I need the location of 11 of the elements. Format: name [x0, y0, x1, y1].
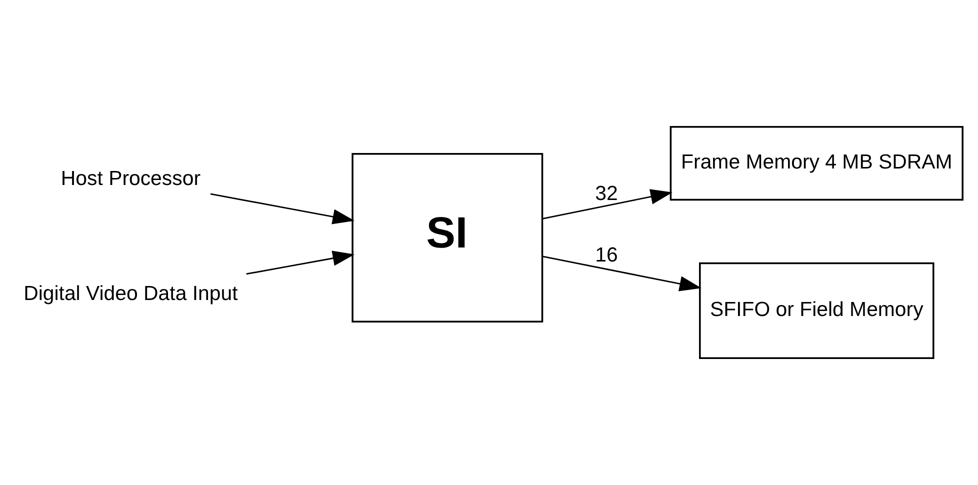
node-box: SI — [352, 152, 544, 323]
edge-label: 16 — [595, 244, 618, 266]
arrow — [246, 250, 355, 275]
node-box: SFIFO or Field Memory — [699, 262, 934, 360]
arrow — [542, 256, 702, 292]
node-text: Host Processor — [60, 168, 200, 190]
node-text: Digital Video Data Input — [24, 283, 238, 306]
arrow — [542, 189, 672, 220]
arrow — [210, 193, 355, 224]
node-box: Frame Memory 4 MB SDRAM — [670, 126, 964, 201]
edge-label: 32 — [595, 183, 618, 206]
